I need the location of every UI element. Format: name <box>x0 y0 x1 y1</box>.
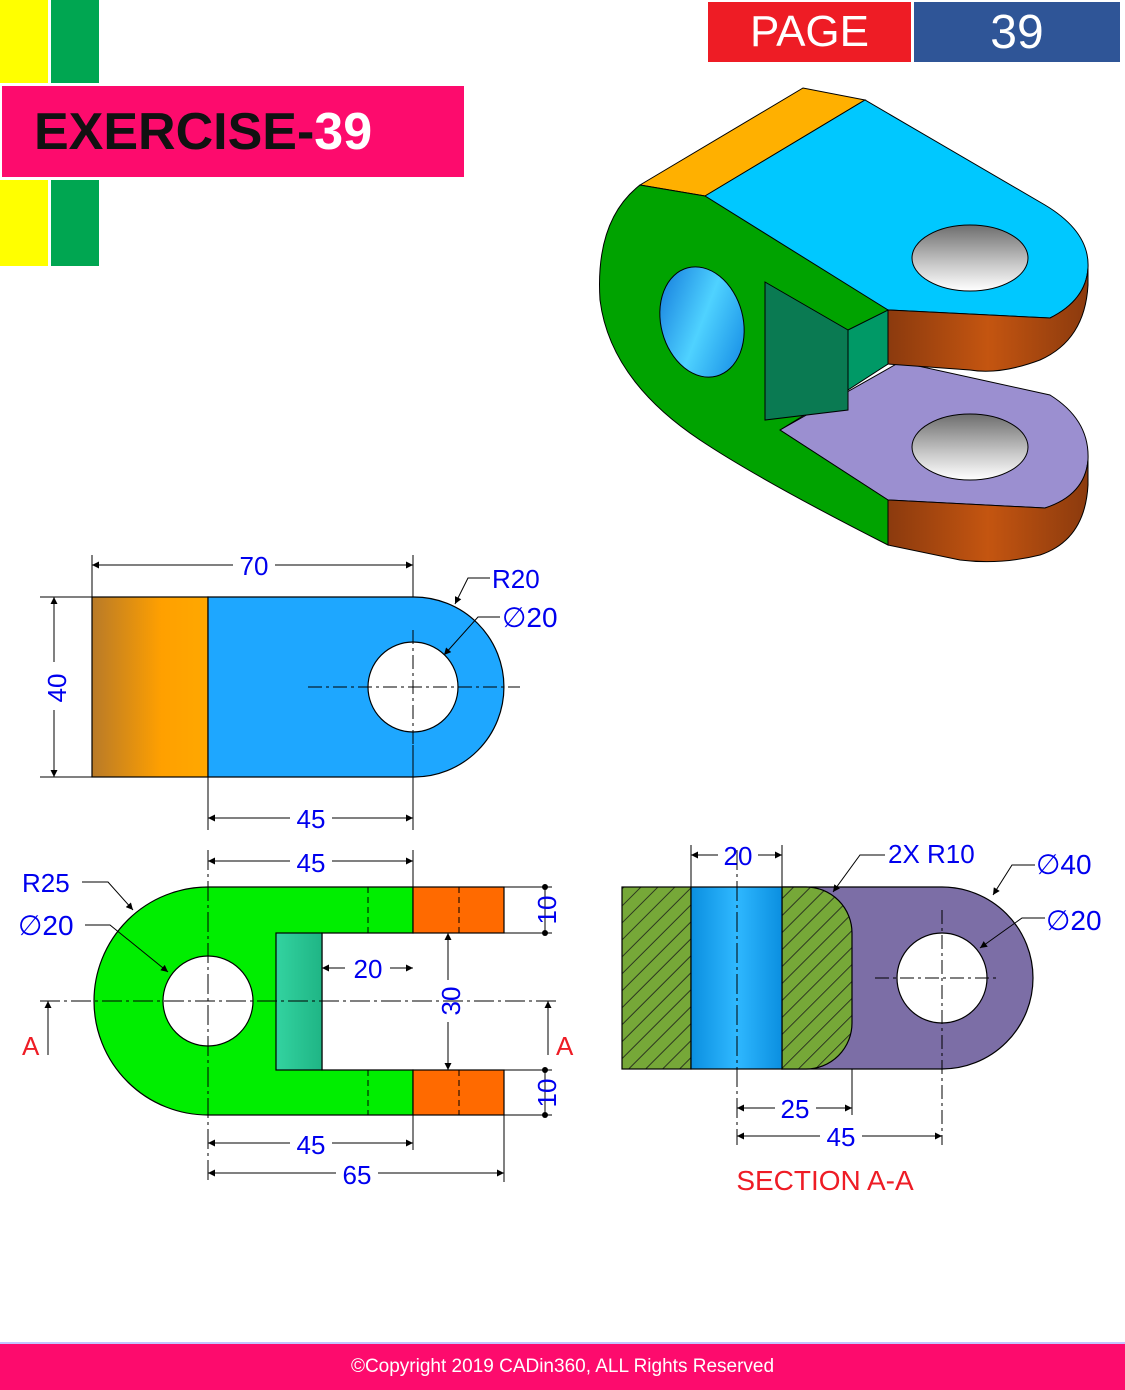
front-view-dim-65: 65 <box>343 1160 372 1190</box>
corner-block-yellow-top <box>0 0 48 83</box>
top-view-dim-70: 70 <box>240 551 269 581</box>
section-view: 20 2X R10 ∅40 ∅20 25 45 SECTION A-A <box>621 839 1102 1196</box>
section-mark-left: A <box>22 1031 40 1061</box>
iso-bottom-hole <box>911 413 1029 481</box>
top-view-dim-40: 40 <box>42 674 72 703</box>
front-view-dim-30: 30 <box>436 987 466 1016</box>
section-hatch-left <box>621 886 692 1070</box>
front-view-dim-10-top: 10 <box>532 896 562 925</box>
iso-lower-rust-face <box>887 459 1089 563</box>
page-number: 39 <box>914 2 1120 62</box>
front-view: 45 20 30 10 10 45 65 R25 ∅20 A A <box>18 848 574 1190</box>
iso-slot-light-face <box>847 309 889 391</box>
front-view-radius: R25 <box>22 868 70 898</box>
section-dim-25: 25 <box>781 1094 810 1124</box>
iso-upper-rust-face <box>887 267 1089 372</box>
iso-green-end-face <box>599 184 889 546</box>
front-view-dim-45-bottom: 45 <box>297 1130 326 1160</box>
exercise-title: EXERCISE-39 <box>2 86 464 177</box>
top-view-hole-dia: ∅20 <box>502 602 558 633</box>
section-dim-45: 45 <box>827 1122 856 1152</box>
section-mark-right: A <box>556 1031 574 1061</box>
exercise-number: 39 <box>314 102 373 161</box>
iso-side-hole <box>659 266 745 378</box>
top-view-orange-block <box>91 596 209 778</box>
corner-block-yellow-bottom <box>0 180 48 266</box>
iso-slot-dark-face <box>764 281 849 421</box>
page-label: PAGE <box>708 2 911 62</box>
section-outer-dia: ∅40 <box>1036 849 1092 880</box>
corner-block-green-bottom <box>51 180 99 266</box>
iso-top-hole <box>911 224 1029 292</box>
front-view-dim-45-top: 45 <box>297 848 326 878</box>
section-fillets: 2X R10 <box>888 839 975 869</box>
exercise-prefix: EXERCISE- <box>34 102 315 161</box>
footer-copyright: ©Copyright 2019 CADin360, ALL Rights Res… <box>0 1342 1125 1390</box>
isometric-view <box>599 87 1089 563</box>
section-title: SECTION A-A <box>736 1165 914 1196</box>
top-view: 70 40 45 R20 ∅20 <box>40 551 558 834</box>
front-view-dim-10-bottom: 10 <box>532 1079 562 1108</box>
top-view-dim-45: 45 <box>297 804 326 834</box>
section-hole-dia: ∅20 <box>1046 905 1102 936</box>
drawing-canvas: 70 40 45 R20 ∅20 <box>18 87 1102 1196</box>
front-view-hole-dia: ∅20 <box>18 910 74 941</box>
corner-block-green-top <box>51 0 99 83</box>
section-hatch-right <box>781 886 853 1070</box>
top-view-radius: R20 <box>492 564 540 594</box>
section-dim-20: 20 <box>724 841 753 871</box>
front-view-dim-20: 20 <box>354 954 383 984</box>
top-view-blue-body <box>207 596 505 778</box>
